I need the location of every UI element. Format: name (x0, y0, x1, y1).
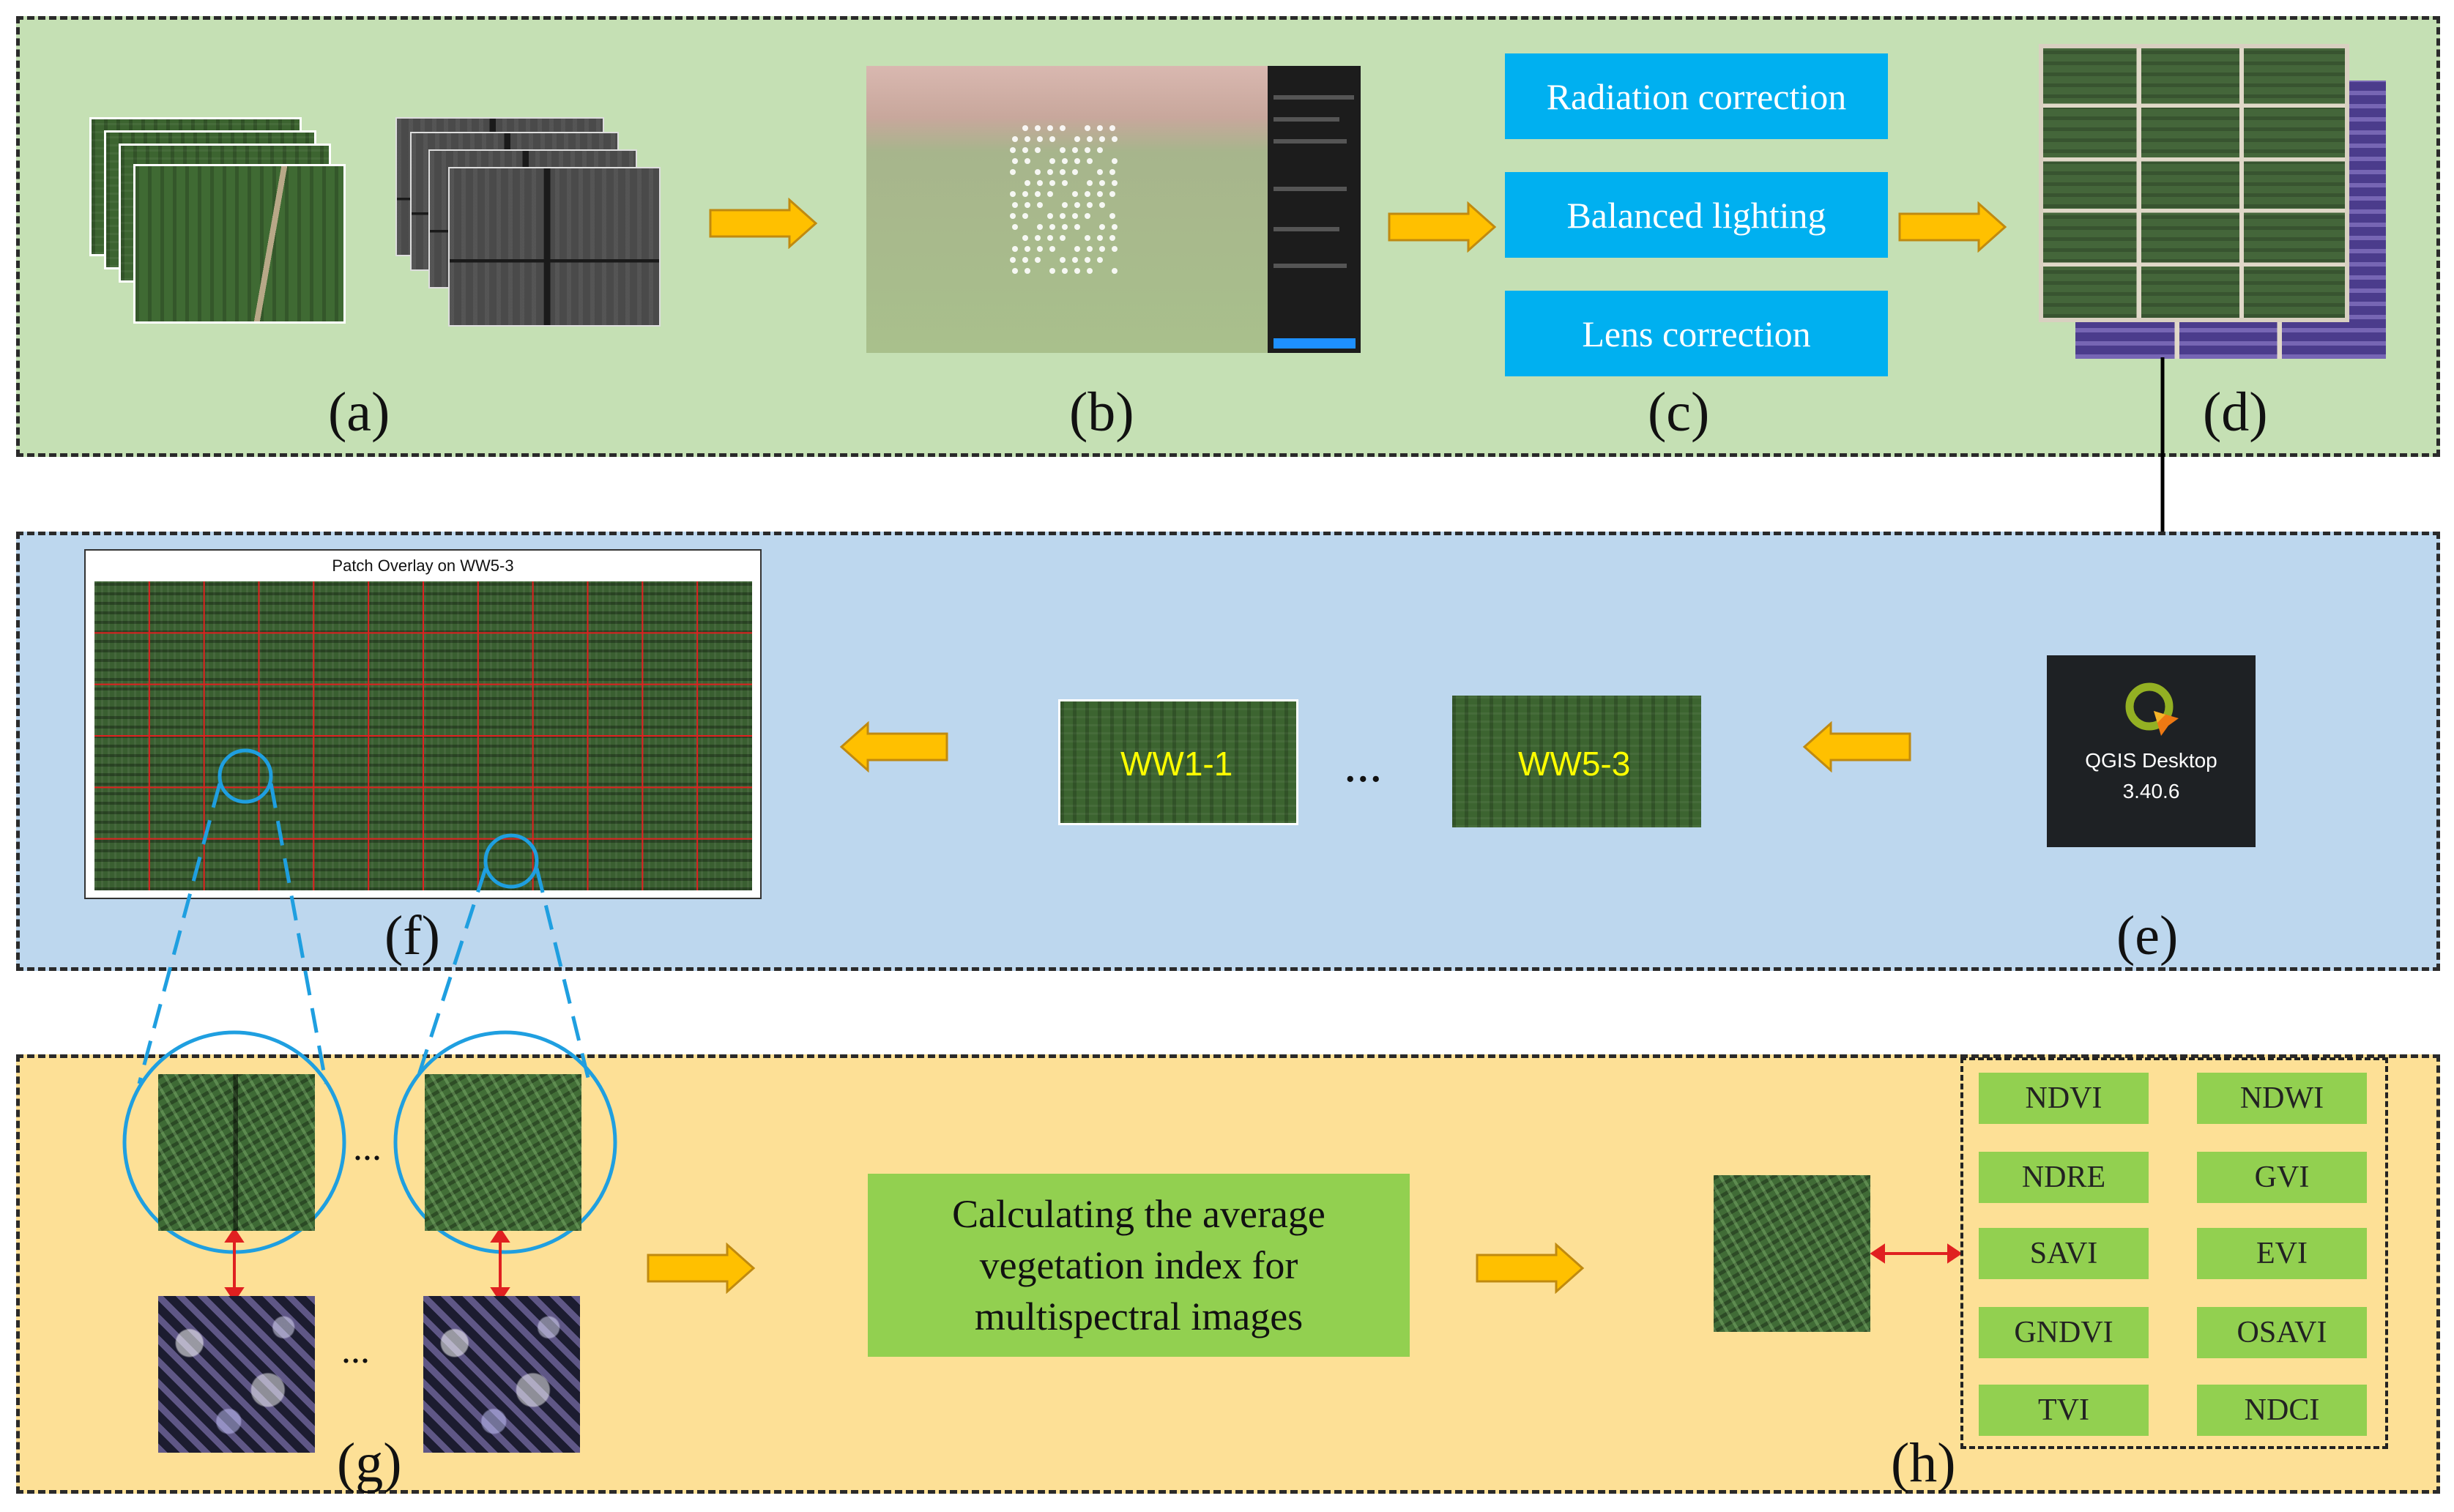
index-osavi: OSAVI (2197, 1307, 2367, 1358)
arrow-right-icon (647, 1243, 756, 1294)
patch-ellipsis-top: ... (353, 1127, 382, 1169)
lens-correction-step: Lens correction (1505, 291, 1888, 376)
arrow-right-icon (1388, 201, 1497, 253)
label-a: (a) (328, 381, 390, 443)
ellipsis: ... (1344, 737, 1383, 793)
patch-ellipsis-bottom: ... (341, 1330, 370, 1371)
index-ndci: NDCI (2197, 1385, 2367, 1436)
radiation-correction-step: Radiation correction (1505, 53, 1888, 139)
index-tvi: TVI (1979, 1385, 2149, 1436)
qgis-name: QGIS Desktop (2085, 749, 2217, 772)
label-f: (f) (384, 905, 440, 967)
flight-planning-app-screenshot (866, 66, 1361, 353)
plot-image-ww1-1 (1058, 699, 1298, 825)
qgis-logo-icon (2125, 682, 2179, 736)
label-b: (b) (1069, 381, 1134, 443)
label-c: (c) (1648, 381, 1710, 443)
arrow-right-icon (1476, 1243, 1585, 1294)
index-ndvi: NDVI (1979, 1073, 2149, 1124)
arrow-right-icon (709, 198, 818, 249)
index-ndre: NDRE (1979, 1152, 2149, 1203)
qgis-desktop-tile: QGIS Desktop 3.40.6 (2047, 655, 2256, 847)
label-h: (h) (1891, 1432, 1956, 1494)
patch-rgb-result (1714, 1175, 1870, 1332)
label-d: (d) (2203, 381, 2268, 443)
arrow-left-icon (1802, 721, 1911, 772)
label-g: (g) (337, 1432, 402, 1494)
patch-overlay-title: Patch Overlay on WW5-3 (332, 556, 514, 575)
index-ndwi: NDWI (2197, 1073, 2367, 1124)
arrow-left-icon (839, 721, 948, 772)
vegetation-index-group (1960, 1057, 2388, 1449)
plot-image-ww5-3 (1452, 696, 1701, 827)
label-e: (e) (2116, 905, 2179, 967)
plot-label-ww1-1: WW1-1 (1120, 745, 1233, 783)
patch-rgb-1 (158, 1074, 315, 1231)
patch-multispectral-2 (423, 1296, 580, 1453)
index-gvi: GVI (2197, 1152, 2367, 1203)
balanced-lighting-step: Balanced lighting (1505, 172, 1888, 258)
arrow-right-icon (1898, 201, 2007, 253)
index-savi: SAVI (1979, 1228, 2149, 1279)
index-gndvi: GNDVI (1979, 1307, 2149, 1358)
index-evi: EVI (2197, 1228, 2367, 1279)
average-vi-calculation-step: Calculating the average vegetation index… (868, 1174, 1410, 1357)
plot-label-ww5-3: WW5-3 (1518, 745, 1631, 783)
patch-rgb-2 (425, 1074, 581, 1231)
qgis-version: 3.40.6 (2122, 780, 2180, 802)
patch-multispectral-1 (158, 1296, 315, 1453)
